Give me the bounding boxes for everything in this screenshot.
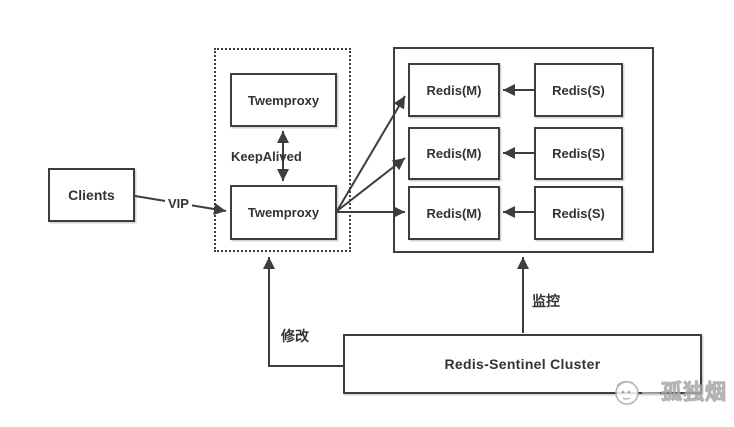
clients-label: Clients (68, 187, 115, 203)
clients-node: Clients (48, 168, 135, 222)
redis-slave-label: Redis(S) (552, 205, 605, 221)
redis-master-node-3: Redis(M) (408, 186, 500, 240)
arrow-sentinel-modify-twemproxy (263, 257, 343, 367)
redis-slave-label: Redis(S) (552, 146, 605, 161)
redis-master-label: Redis(M) (426, 146, 482, 161)
sentinel-label: Redis-Sentinel Cluster (444, 356, 601, 372)
vip-edge-label: VIP (165, 196, 192, 211)
twemproxy-standby-label: Twemproxy (247, 92, 320, 108)
watermark-dash: — (642, 382, 660, 402)
twemproxy-standby-node: Twemproxy (230, 73, 337, 127)
twemproxy-active-node: Twemproxy (230, 185, 337, 240)
monitor-edge-label: 监控 (532, 293, 560, 309)
watermark: — 孤独烟 (613, 377, 727, 407)
redis-slave-label: Redis(S) (552, 82, 605, 98)
modify-edge-label: 修改 (281, 328, 309, 344)
watermark-text: 孤独烟 (661, 380, 727, 404)
redis-sentinel-cluster-node: Redis-Sentinel Cluster (343, 334, 702, 394)
keepalived-edge-label: KeepAlived (231, 149, 302, 164)
redis-master-node-1: Redis(M) (408, 63, 500, 117)
redis-master-label: Redis(M) (426, 205, 482, 221)
redis-slave-node-2: Redis(S) (534, 127, 623, 180)
redis-slave-node-3: Redis(S) (534, 186, 623, 240)
watermark-face-icon (615, 380, 639, 405)
redis-slave-node-1: Redis(S) (534, 63, 623, 117)
redis-master-node-2: Redis(M) (408, 127, 500, 180)
redis-master-label: Redis(M) (426, 82, 482, 98)
twemproxy-active-label: Twemproxy (247, 205, 320, 220)
